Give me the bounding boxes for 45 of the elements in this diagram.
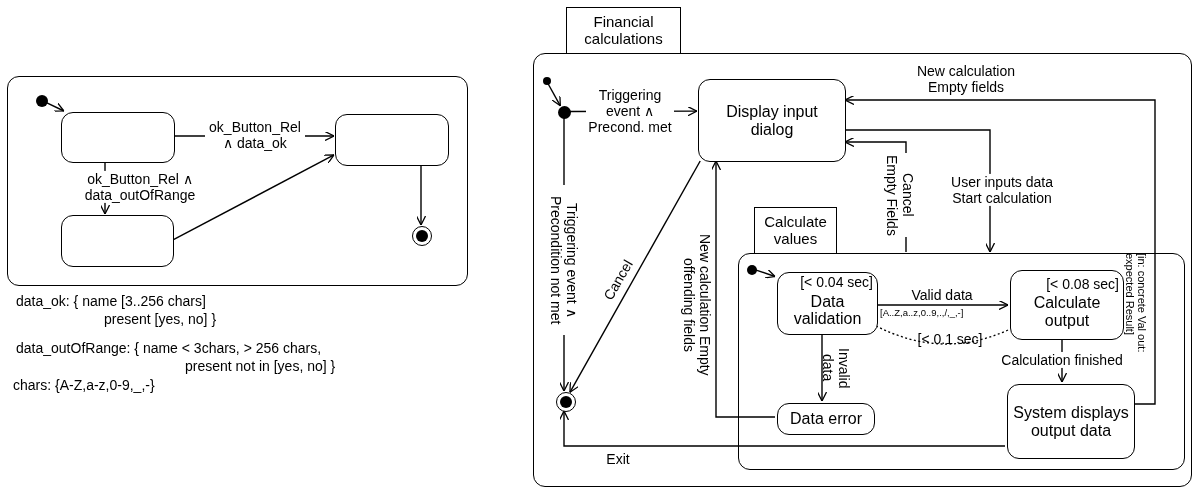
- state-name: Data error: [790, 410, 862, 428]
- state-region-frame: [7, 76, 468, 286]
- state-box: [1007, 384, 1135, 459]
- transition-arrow: [415, 164, 427, 226]
- state-name-tab: Calculate values: [754, 207, 837, 254]
- transition-label: Exit: [605, 450, 631, 468]
- transition-arrow: [45, 101, 65, 112]
- state-box: [61, 112, 175, 163]
- state-name: System displays output data: [1012, 403, 1130, 440]
- constraint-note: [A..Z,a..z,0..9,.,/,_,-]: [880, 308, 964, 319]
- constraint-note: present not in [yes, no] }: [185, 359, 336, 375]
- state-box: [1010, 270, 1124, 340]
- state-box: [777, 403, 875, 435]
- final-state-icon: [412, 226, 432, 246]
- transition-arrow: [754, 268, 776, 279]
- transition-arrow: [844, 94, 1156, 405]
- state-name-tab: Financial calculations: [566, 7, 681, 54]
- state-name: Calculate output: [1032, 294, 1102, 330]
- state-name: Display input dialog: [725, 102, 819, 139]
- constraint-note: data_outOfRange: { name < 3chars, > 256 chars,: [16, 341, 322, 357]
- transition-arrow: [547, 82, 562, 107]
- state-box: [335, 114, 449, 166]
- state-box: [61, 215, 174, 267]
- time-guard: [< 0.04 sec]: [800, 275, 873, 291]
- constraint-note: data_ok: { name [3..256 chars]: [16, 294, 206, 310]
- final-state-icon: [556, 392, 576, 412]
- constraint-note: present [yes, no] }: [104, 312, 217, 328]
- state-region-frame: [738, 253, 1185, 470]
- transition-label: Valid data: [910, 286, 974, 304]
- state-name: Data validation: [792, 292, 863, 328]
- transition-arrow: [558, 410, 1006, 447]
- transition-label: New calculation Empty fields: [915, 62, 1017, 96]
- transition-label: ok_Button_Rel ∧ data_ok: [205, 118, 305, 152]
- transition-arrow: [844, 129, 996, 253]
- time-guard: [< 0.08 sec]: [1046, 276, 1119, 293]
- transition-label: [< 0.1 sec]: [916, 330, 984, 348]
- transition-label: Cancel Empty Fields: [883, 153, 917, 237]
- transition-arrow: [710, 160, 776, 418]
- state-box: [777, 272, 878, 335]
- transition-label: New calculation Empty offending fields: [680, 233, 714, 378]
- transition-label: Invalid data: [819, 346, 853, 391]
- constraint-note: chars: {A-Z,a-z,0-9,_,-}: [13, 378, 155, 394]
- transition-arrow: [172, 154, 335, 241]
- transition-arrow: [569, 160, 701, 393]
- state-box: [698, 79, 846, 162]
